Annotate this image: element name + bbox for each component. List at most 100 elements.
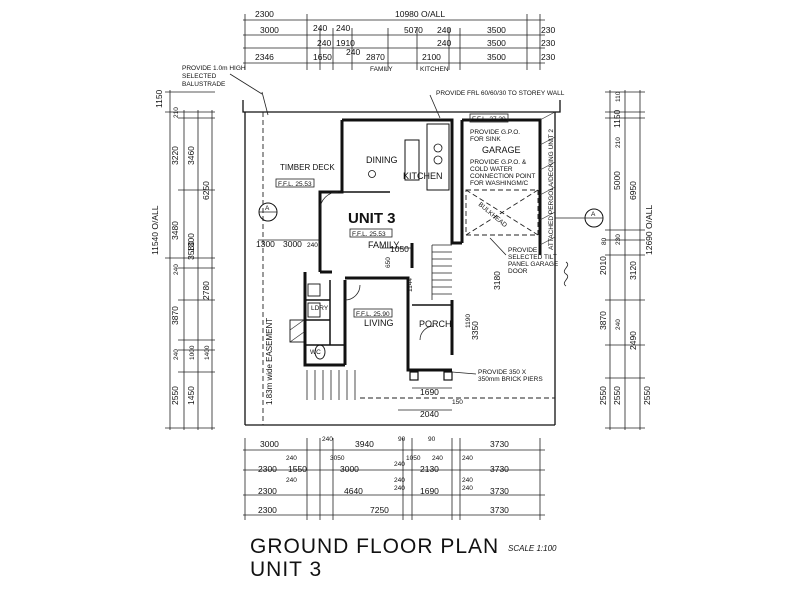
dim-label: 3500 <box>487 38 506 48</box>
dim-label: 2130 <box>420 464 439 474</box>
dim-label: 240 <box>322 436 333 443</box>
dim-label: 1690 <box>420 486 439 496</box>
plan-subtitle: UNIT 3 <box>250 558 322 581</box>
dim-label: 2490 <box>628 331 638 350</box>
note-balustrade-3: BALUSTRADE <box>182 81 226 88</box>
dim-label: 2870 <box>366 52 385 62</box>
top-dimensions: 2300 10980 O/ALL 3000 240 240 5070 240 3… <box>243 9 555 73</box>
note-balustrade-2: SELECTED <box>182 73 217 80</box>
note-sink-2: FOR SINK <box>470 136 501 143</box>
room-dining: DINING <box>366 155 398 165</box>
dim-label: 1690 <box>420 387 439 397</box>
dim-label: 2040 <box>420 409 439 419</box>
note-wall: PROVIDE FRL 60/60/30 TO STOREY WALL <box>436 90 565 97</box>
dim-label: 3480 <box>170 221 180 240</box>
dim-label: 3500 <box>487 52 506 62</box>
dim-label-overall: 11540 O/ALL <box>150 205 160 255</box>
dim-sub-label: FAMILY <box>370 66 393 73</box>
dim-top-2300: 2300 <box>255 9 274 19</box>
note-sink-1: PROVIDE G.P.O. <box>470 129 520 136</box>
dim-label: 1400 <box>204 345 211 360</box>
dim-label: 2550 <box>170 386 180 405</box>
note-garage-door-2: SELECTED TILT <box>508 254 557 261</box>
dim-label: 230 <box>541 52 555 62</box>
dim-label: 2550 <box>598 386 608 405</box>
note-balustrade-1: PROVIDE 1.0m HIGH <box>182 65 246 72</box>
dim-label: 3460 <box>186 146 196 165</box>
left-dimensions: 1150 210 3220 3460 6250 11540 O/ALL 3480… <box>150 89 215 430</box>
dim-label: 240 <box>394 461 405 468</box>
dim-label: 2010 <box>598 256 608 275</box>
dim-label: 3870 <box>598 311 608 330</box>
room-garage: GARAGE <box>482 145 521 155</box>
dim-label: 1150 <box>612 109 622 128</box>
dim-label: 3000 <box>283 239 302 249</box>
break-symbol <box>563 261 569 287</box>
dim-label: 2346 <box>255 52 274 62</box>
dim-label: 3870 <box>170 306 180 325</box>
room-family: FAMILY <box>368 240 399 250</box>
note-garage-door-4: DOOR <box>508 268 528 275</box>
room-kitchen: KITCHEN <box>403 171 443 181</box>
dim-label: 6250 <box>201 181 211 200</box>
note-piers-2: 350mm BRICK PIERS <box>478 376 543 383</box>
room-ldry: LDRY <box>311 305 329 312</box>
dim-label: 210 <box>615 137 622 148</box>
note-pergola: ATTACHED PERGOLA/DECKING UNIT 2 <box>548 129 555 250</box>
dim-label: 240 <box>336 23 350 33</box>
dim-label: 80 <box>601 237 608 245</box>
dim-label: 2550 <box>612 386 622 405</box>
dim-label: 3730 <box>490 505 509 515</box>
level-garage: F.F.L. 27.20 <box>472 116 506 123</box>
dim-label: 240 <box>615 319 622 330</box>
dim-label: 3120 <box>628 261 638 280</box>
dim-label: 6950 <box>628 181 638 200</box>
room-timber-deck: TIMBER DECK <box>280 163 335 172</box>
level-tags: F.F.L. 25.53 F.F.L. 27.20 F.F.L. 25.53 F… <box>275 113 509 318</box>
dim-label: 230 <box>541 25 555 35</box>
dim-label: 240 <box>317 38 331 48</box>
dim-label: 240 <box>394 477 405 484</box>
dim-label: 240 <box>307 242 318 249</box>
dim-label: 5000 <box>612 171 622 190</box>
dim-label: 3350 <box>470 321 480 340</box>
note-garage-door-3: PANEL GARAGE <box>508 261 559 268</box>
dim-label: 2300 <box>258 464 277 474</box>
level-living: F.F.L. 25.90 <box>356 311 390 318</box>
dim-label: 240 <box>432 455 443 462</box>
site-boundary <box>242 91 561 426</box>
marker-label: A <box>265 205 270 212</box>
dim-label: 3000 <box>260 25 279 35</box>
marker-label: A <box>591 211 596 218</box>
note-drain-2: COLD WATER <box>470 166 513 173</box>
right-dimensions: 110 1150 210 5000 6950 12690 O/ALL 80 23… <box>598 90 654 430</box>
section-marker-right: A <box>555 208 604 228</box>
dim-label: 230 <box>615 234 622 245</box>
dim-label: 3940 <box>355 439 374 449</box>
dim-label: 3180 <box>492 271 502 290</box>
internal-dimensions: 1300 3000 240 1050 650 1144 3180 3350 16… <box>256 239 502 419</box>
dim-label: 7250 <box>370 505 389 515</box>
dim-label: 240 <box>462 477 473 484</box>
bottom-dimensions: 3000 240 3940 90 90 3730 240 3050 1050 2… <box>243 436 545 520</box>
dim-label: 1550 <box>288 464 307 474</box>
room-porch: PORCH <box>419 319 452 329</box>
dim-label: 3500 <box>487 25 506 35</box>
internal-detail <box>258 111 556 411</box>
dim-label: 1000 <box>189 345 196 360</box>
dim-sub-label: KITCHEN <box>420 66 449 73</box>
room-living: LIVING <box>364 318 394 328</box>
dim-label: 1300 <box>256 239 275 249</box>
dim-label: 650 <box>385 257 392 268</box>
note-drain-1: PROVIDE G.P.O. & <box>470 159 527 166</box>
dim-label: 3730 <box>490 486 509 496</box>
section-marker-left: A <box>258 202 278 222</box>
dim-label: 3220 <box>170 146 180 165</box>
dim-label: 230 <box>541 38 555 48</box>
dim-label: 3730 <box>490 464 509 474</box>
dim-label: 1650 <box>313 52 332 62</box>
dim-label: 240 <box>437 25 451 35</box>
title-block: GROUND FLOOR PLAN SCALE 1:100 UNIT 3 <box>250 535 557 581</box>
dim-label: 2550 <box>642 386 652 405</box>
